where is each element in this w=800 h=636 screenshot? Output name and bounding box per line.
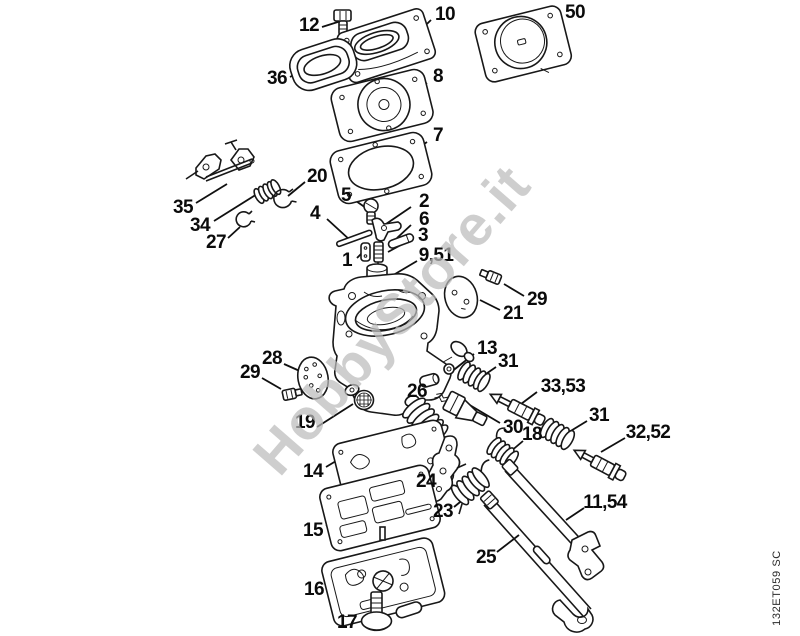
part-50-cover-plate — [474, 5, 573, 83]
part-label-2: 2 — [419, 191, 430, 212]
part-label-6: 6 — [419, 209, 430, 230]
part-label-32-52: 32,52 — [625, 422, 671, 443]
part-label-25: 25 — [476, 547, 497, 568]
part-1-valve-jet — [360, 242, 371, 262]
part-label-30: 30 — [503, 417, 524, 438]
part-label-11-54: 11,54 — [583, 492, 627, 513]
part-label-23: 23 — [433, 501, 454, 522]
part-label-13: 13 — [477, 338, 498, 359]
part-3-inlet-needle — [373, 241, 384, 268]
part-label-26: 26 — [407, 381, 428, 402]
part-6-pin — [387, 233, 415, 249]
part-label-20: 20 — [307, 166, 328, 187]
part-label-29-left: 29 — [240, 362, 261, 383]
part-label-8: 8 — [433, 66, 444, 87]
part-label-34: 34 — [190, 215, 211, 236]
part-label-3: 3 — [418, 225, 429, 246]
part-32-52-low-speed-screw — [572, 449, 627, 482]
part-label-36: 36 — [267, 68, 288, 89]
drawing-code: 132ET059 SC — [771, 550, 783, 626]
part-label-31-upper: 31 — [498, 351, 519, 372]
part-16-end-cover — [321, 526, 446, 627]
part-36-intake-sleeve — [289, 38, 358, 92]
part-17-cover-screw — [360, 591, 393, 632]
part-10-pump-cover — [336, 8, 437, 84]
part-label-24: 24 — [416, 471, 437, 492]
part-11-54-throttle-shaft — [501, 458, 605, 581]
part-29-plug-screw-right — [479, 268, 503, 285]
part-33-53-high-speed-screw — [488, 393, 546, 426]
part-label-28: 28 — [262, 348, 283, 369]
part-label-15: 15 — [303, 520, 324, 541]
part-label-12: 12 — [299, 15, 320, 36]
part-label-4: 4 — [310, 203, 321, 224]
part-label-19: 19 — [295, 412, 316, 433]
part-31-spring-upper — [457, 361, 491, 393]
part-label-50: 50 — [565, 2, 586, 23]
part-23-torsion-spring — [450, 459, 490, 515]
part-label-31-lower: 31 — [589, 405, 610, 426]
part-15-metering-diaphragm — [319, 464, 441, 552]
part-label-27: 27 — [206, 232, 227, 253]
part-label-35: 35 — [173, 197, 194, 218]
part-4-lever-pin — [335, 229, 373, 248]
part-8-pump-diaphragm — [330, 68, 434, 143]
part-13-plug — [419, 372, 440, 388]
part-label-9-51: 9,51 — [418, 245, 454, 266]
part-21-cover-disc — [443, 275, 479, 319]
part-30-jet-needle — [434, 390, 488, 427]
part-label-16: 16 — [304, 579, 325, 600]
part-31-spring-lower — [539, 417, 576, 451]
part-label-29-right: 29 — [527, 289, 548, 310]
part-label-18: 18 — [522, 424, 543, 445]
part-20-e-clip — [273, 188, 297, 209]
part-2-metering-lever — [371, 217, 402, 242]
part-19-inlet-screen — [353, 389, 375, 411]
part-label-33-53: 33,53 — [540, 376, 586, 397]
part-27-e-clip — [235, 210, 256, 228]
part-label-10: 10 — [435, 4, 456, 25]
part-29-plug-screw-left — [281, 387, 303, 402]
part-label-14: 14 — [303, 461, 324, 482]
part-label-5: 5 — [341, 185, 352, 206]
part-label-1: 1 — [342, 250, 353, 271]
part-label-7: 7 — [433, 125, 444, 146]
part-label-17: 17 — [337, 612, 358, 633]
part-7-pump-gasket — [329, 131, 433, 205]
part-25-choke-shaft — [479, 490, 594, 633]
part-35-shutter-assembly — [185, 139, 255, 182]
part-28-disc — [296, 356, 330, 400]
part-label-21: 21 — [503, 303, 524, 324]
part-24-choke-lever — [423, 435, 467, 503]
